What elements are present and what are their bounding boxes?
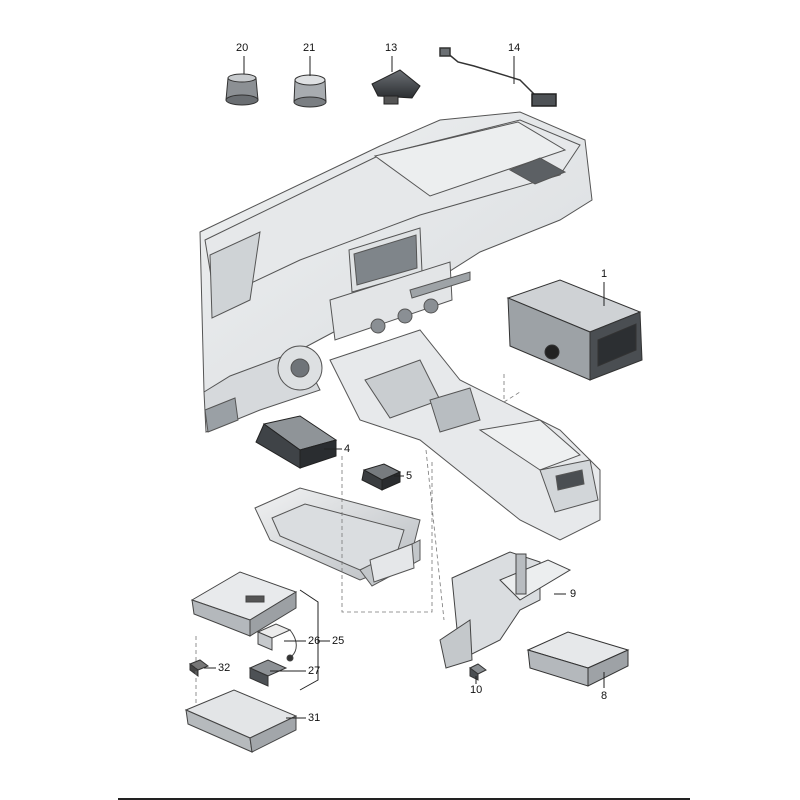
part-31-bracket (184, 689, 298, 753)
part-27-cover (248, 659, 288, 687)
callout-21: 21 (303, 42, 316, 54)
callout-31: 31 (308, 712, 321, 724)
part-1-radio-unit (506, 279, 643, 381)
callout-26: 26 (308, 635, 321, 647)
part-9-bracket (439, 551, 572, 669)
part-20-knob (225, 73, 259, 106)
callout-8: 8 (601, 690, 608, 702)
callout-1: 1 (601, 268, 608, 280)
callout-25: 25 (332, 635, 345, 647)
part-21-knob (293, 74, 327, 108)
part-14-cable (439, 47, 557, 107)
callout-13: 13 (385, 42, 398, 54)
tray-illustration (254, 487, 421, 587)
part-26-module (256, 623, 297, 662)
bottom-rule (118, 798, 690, 800)
part-13-antenna (371, 69, 421, 105)
callout-14: 14 (508, 42, 521, 54)
callout-9: 9 (570, 588, 577, 600)
callout-10: 10 (470, 684, 483, 696)
callout-5: 5 (406, 470, 413, 482)
dashed-guides (195, 374, 521, 704)
part-10-nut (469, 663, 487, 681)
part-5-connector (361, 463, 402, 491)
callout-32: 32 (218, 662, 231, 674)
part-25-module (190, 571, 298, 637)
leader-lines (204, 56, 605, 719)
dashboard-illustration (199, 111, 601, 541)
callout-20: 20 (236, 42, 249, 54)
callout-27: 27 (308, 665, 321, 677)
part-4-module (255, 415, 338, 469)
part-8-control-unit (526, 631, 630, 687)
callout-4: 4 (344, 443, 351, 455)
